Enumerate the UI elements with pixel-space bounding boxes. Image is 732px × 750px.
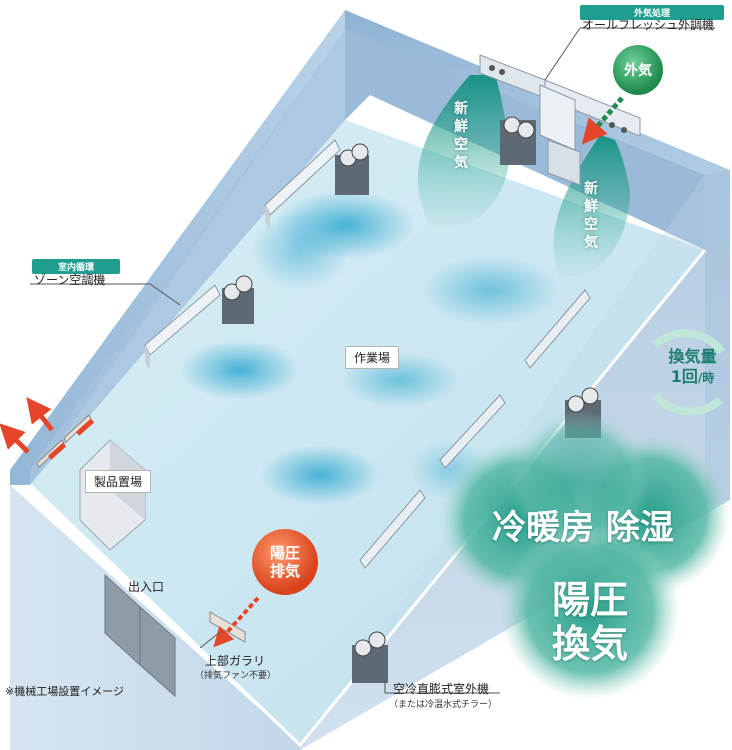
fresh-air-vertical-1: 新 鮮 空 気 [454, 101, 468, 171]
outside-air-arrow [581, 96, 624, 145]
fresh-air-flows [417, 75, 630, 277]
left-wall [10, 10, 345, 485]
positive-exhaust-badge: 陽圧 排気 [269, 544, 300, 580]
front-wall [10, 485, 300, 750]
back-wall [345, 10, 730, 190]
callout-lines [30, 27, 715, 694]
outdoor-unit-note: （または冷温水式チラー） [389, 700, 498, 710]
outside-air-text: 外気 [624, 63, 652, 79]
indoor-circulation-tag: 室内循環 [32, 259, 120, 274]
fresh-air-unit-label: オールフレッシュ外調機 [582, 18, 715, 32]
footnote: ※機械工場設置イメージ [5, 685, 124, 698]
fresh-air-unit [479, 54, 641, 186]
outdoor-processing-tag: 外気処理 [580, 5, 724, 20]
work-area-label: 作業場 [345, 346, 400, 369]
outdoor-unit-label: 空冷直膨式室外機 [393, 682, 490, 696]
product-storage-label: 製品置場 [85, 470, 152, 493]
outside-air-badge-bg [613, 45, 663, 95]
ventilation-rate-label: 換気量 [668, 347, 717, 366]
feature-blobs [440, 410, 730, 700]
airflow-clouds [180, 190, 560, 505]
feature-positive-ventilation: 陽圧 換気 [551, 578, 628, 666]
outside-air-badge: 外気 [613, 45, 663, 95]
entrance-doors [104, 573, 176, 698]
zone-ac-units [144, 139, 341, 370]
right-wall-units [359, 289, 591, 569]
ventilation-rate-value: 1回/時 [670, 367, 715, 386]
upper-louver-label: 上部ガラリ [205, 654, 266, 668]
zone-unit-label: ゾーン空調機 [34, 273, 106, 287]
exhaust-arrows [0, 397, 260, 648]
upper-louver-note: （排気ファン不要） [195, 671, 277, 681]
fresh-air-vertical-2: 新 鮮 空 気 [584, 181, 598, 251]
rear-outdoor-units [222, 116, 536, 324]
positive-exhaust-badge-bg [252, 529, 318, 595]
ventilation-rate: 換気量 1回/時 [655, 347, 730, 388]
left-inner-wall [30, 30, 345, 485]
feature-cooling-heating-dehumid: 冷暖房 除湿 [492, 508, 674, 548]
ventilation-cycle-arrows [651, 329, 726, 416]
entrance-label: 出入口 [128, 580, 165, 594]
